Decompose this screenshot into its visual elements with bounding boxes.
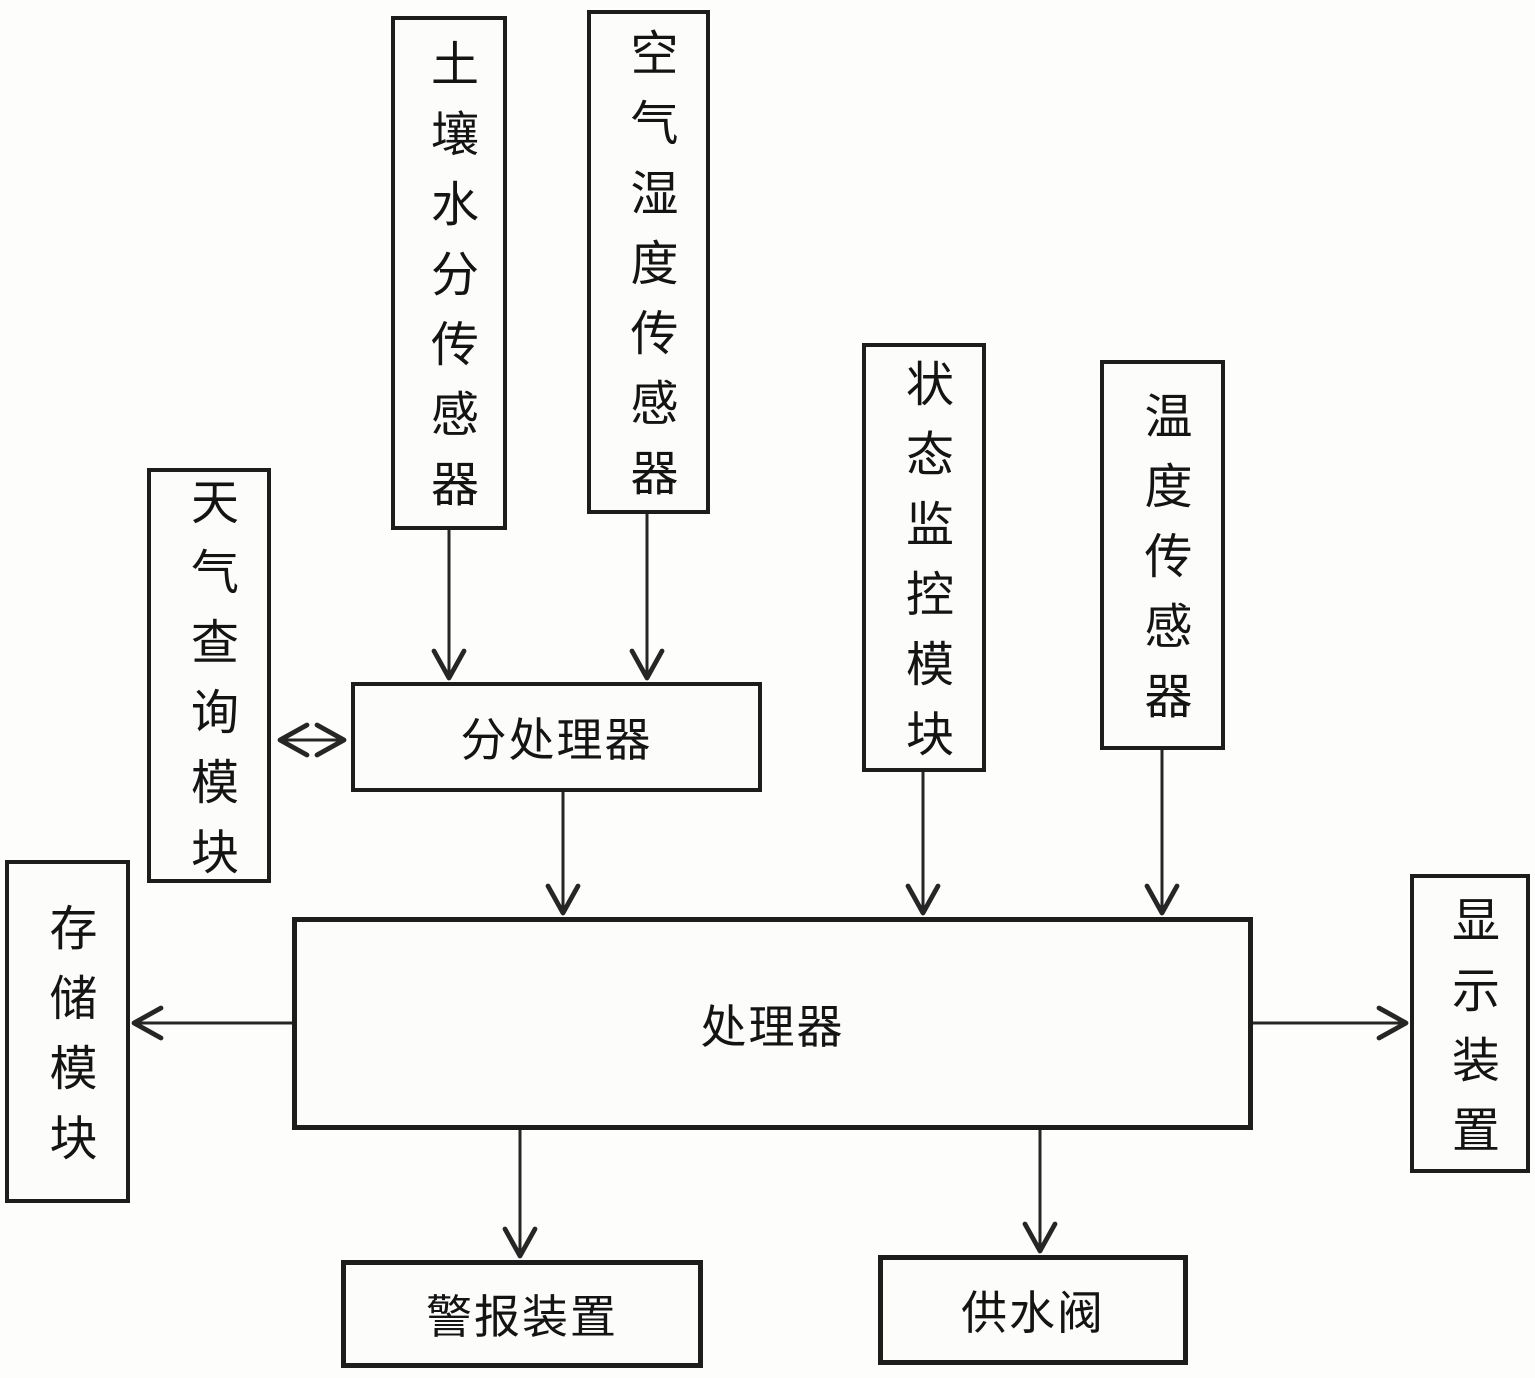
node-processor: 处理器	[292, 917, 1253, 1130]
node-status-monitor-module: 状态监控模块	[862, 343, 986, 779]
node-soil-moisture-sensor: 土壤水分传感器	[391, 16, 507, 530]
node-display-device: 显示装置	[1410, 874, 1530, 1175]
node-alarm-device: 警报装置	[341, 1260, 703, 1368]
node-temperature-sensor: 温度传感器	[1100, 360, 1225, 750]
node-sub-processor: 分处理器	[351, 682, 762, 792]
node-weather-query-module: 天气查询模块	[147, 468, 271, 897]
node-water-supply-valve: 供水阀	[878, 1255, 1188, 1365]
node-storage-module: 存储模块	[5, 860, 130, 1203]
node-air-humidity-sensor: 空气湿度传感器	[587, 10, 710, 518]
